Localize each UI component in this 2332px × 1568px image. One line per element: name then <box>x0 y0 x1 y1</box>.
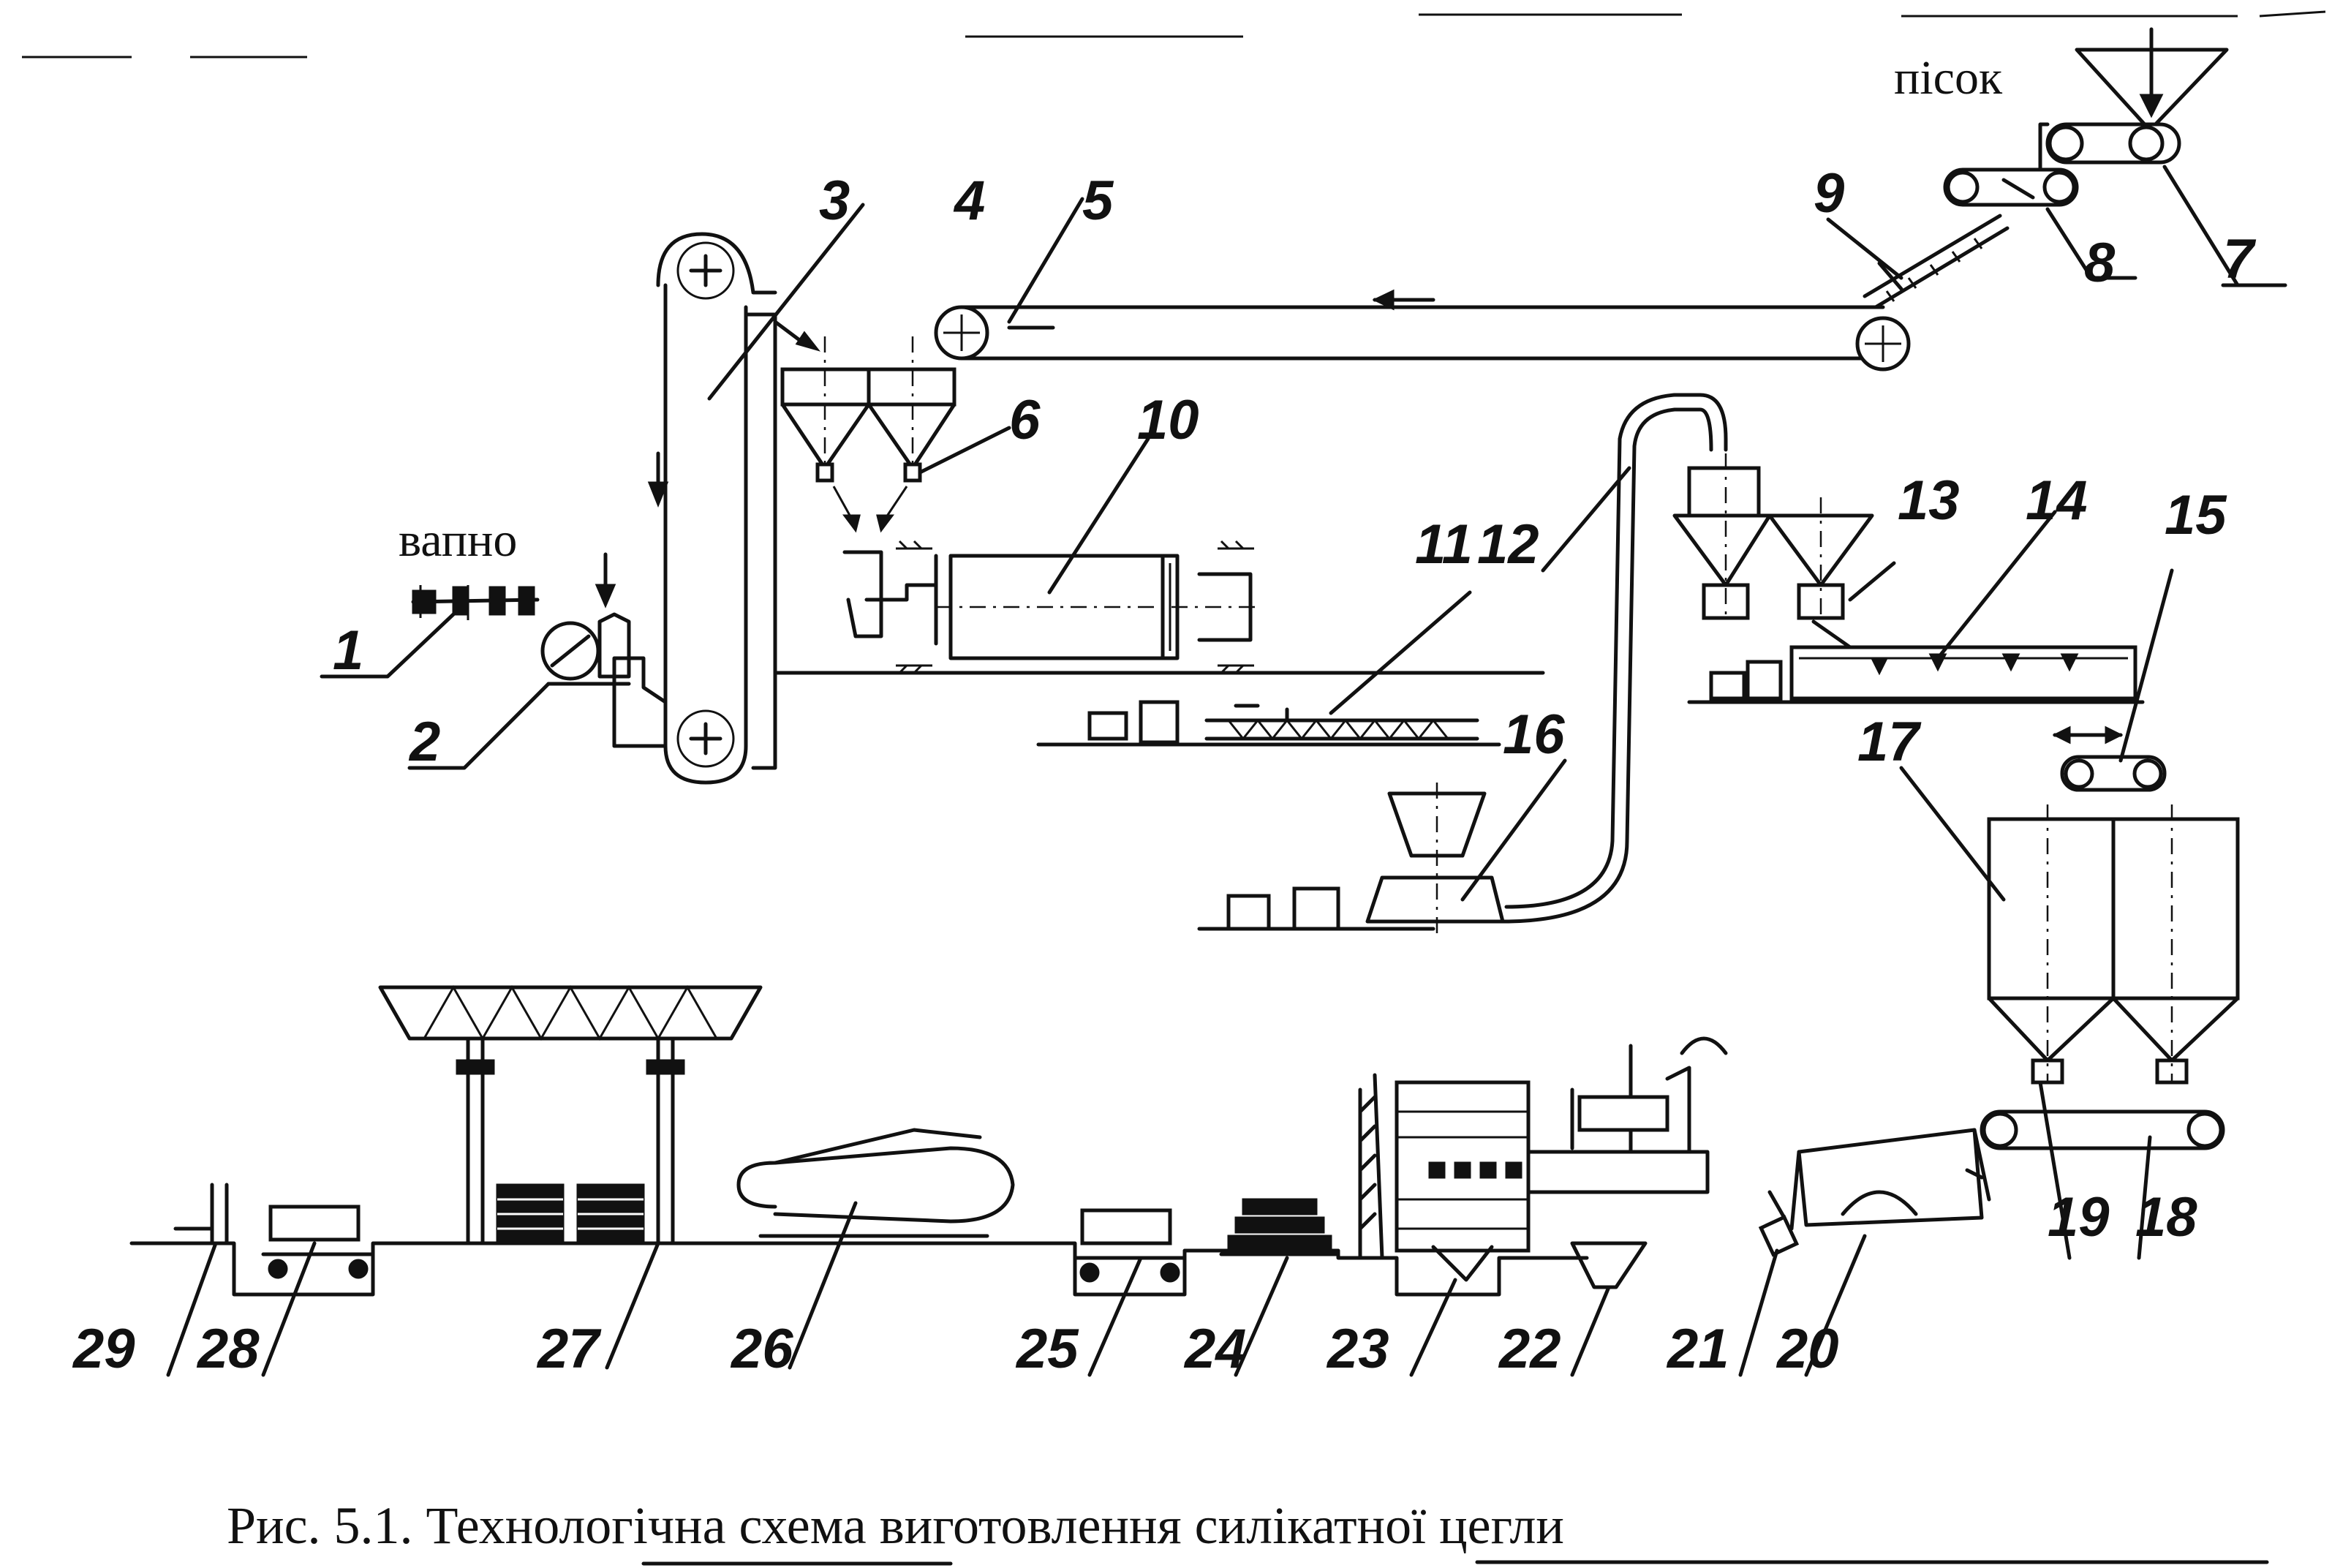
floor-line <box>129 1241 1589 1297</box>
label-10: 10 <box>1137 389 1199 451</box>
label-12: 12 <box>1477 513 1539 576</box>
brick-stack-24 <box>1219 1198 1340 1377</box>
gantry-crane-27 <box>378 984 763 1370</box>
pneumatic-pipeline-12 <box>1501 393 1728 924</box>
label-16: 16 <box>1503 704 1565 766</box>
post-29 <box>166 1183 229 1377</box>
sand-label: пісок <box>1894 51 2003 105</box>
transfer-cart-25 <box>1073 1208 1187 1377</box>
lime-feeder-1 <box>320 585 540 679</box>
twin-hoppers-4-6 <box>780 336 1011 533</box>
label-15: 15 <box>2165 484 2227 546</box>
brick-press-22-23 <box>1358 1036 1728 1377</box>
reactor-20 <box>1789 1128 1991 1377</box>
label-28: 28 <box>196 1318 260 1380</box>
sand-hopper-7 <box>2038 27 2287 287</box>
number-labels: 1 2 3 4 5 6 7 8 9 10 11 12 13 14 15 16 1… <box>72 162 2257 1380</box>
label-17: 17 <box>1857 711 1922 773</box>
cart-28 <box>261 1205 375 1377</box>
label-14: 14 <box>2026 470 2088 532</box>
label-6: 6 <box>1009 389 1041 451</box>
belt-conveyor-5 <box>934 197 1911 372</box>
label-19: 19 <box>2048 1186 2110 1248</box>
label-8: 8 <box>2084 232 2116 294</box>
label-22: 22 <box>1498 1318 1561 1380</box>
label-25: 25 <box>1015 1318 1079 1380</box>
label-23: 23 <box>1326 1318 1389 1380</box>
label-13: 13 <box>1898 470 1960 532</box>
screw-conveyor-11 <box>1036 590 1501 747</box>
label-21: 21 <box>1666 1318 1729 1380</box>
label-26: 26 <box>730 1318 793 1380</box>
bucket-elevator-3 <box>612 203 1545 785</box>
label-5: 5 <box>1082 170 1114 232</box>
label-27: 27 <box>536 1318 602 1380</box>
silos-17 <box>1899 766 2240 1085</box>
label-24: 24 <box>1183 1318 1247 1380</box>
inclined-screen-9 <box>1826 214 2010 309</box>
valve-21 <box>1738 1190 1800 1377</box>
label-1: 1 <box>333 619 363 682</box>
scan-edge-lines <box>22 10 2326 59</box>
label-4: 4 <box>953 170 985 232</box>
label-20: 20 <box>1776 1318 1839 1380</box>
label-29: 29 <box>72 1318 135 1380</box>
label-18: 18 <box>2135 1186 2197 1248</box>
label-2: 2 <box>408 711 440 773</box>
label-11: 11 <box>1415 513 1473 576</box>
mixer-14 <box>1687 510 2145 704</box>
lime-label: вапно <box>399 513 517 567</box>
vacuum-unit-16 <box>1197 758 1567 936</box>
label-9: 9 <box>1814 162 1844 225</box>
belt-conveyor-8 <box>1943 167 2137 280</box>
reversible-conveyor-15 <box>2052 568 2174 792</box>
figure-caption: Рис. 5.1. Технологічна схема виготовленн… <box>227 1496 1564 1555</box>
crusher-2 <box>407 552 631 770</box>
belt-conveyor-18 <box>1980 1080 2225 1260</box>
label-3: 3 <box>819 170 850 232</box>
ball-mill-10 <box>842 437 1258 674</box>
hoppers-13 <box>1672 453 1896 620</box>
label-7: 7 <box>2223 228 2257 290</box>
autoclave-26 <box>736 1128 1015 1370</box>
